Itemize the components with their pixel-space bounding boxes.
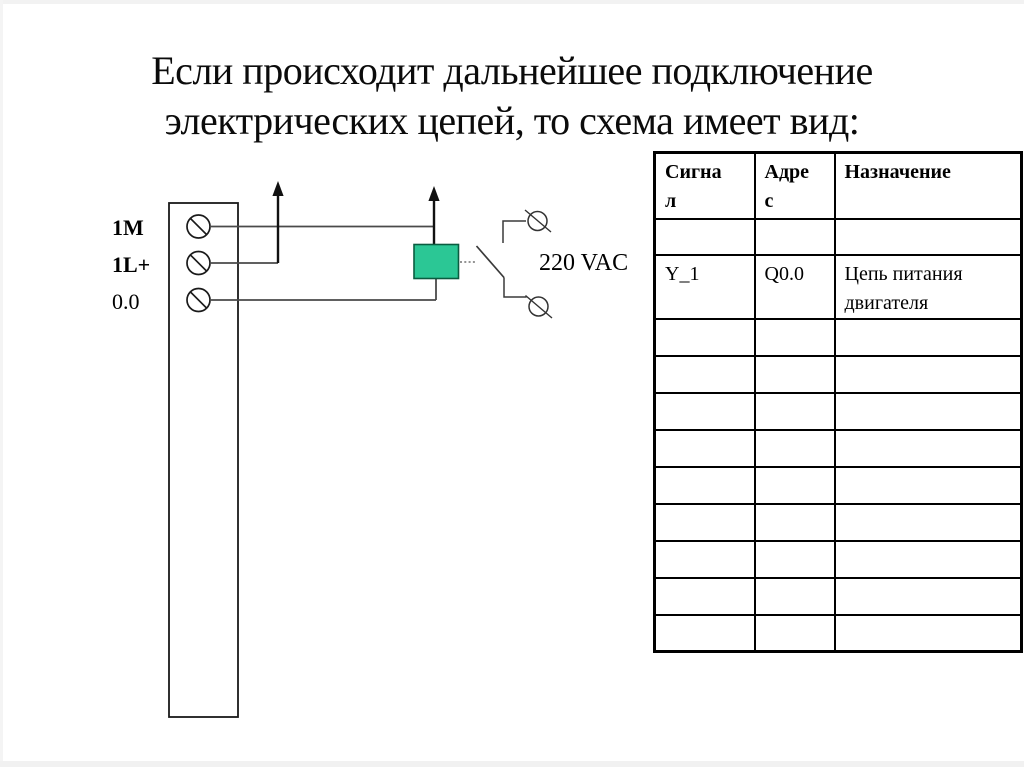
table-row — [653, 613, 1023, 653]
table-row — [653, 576, 1023, 616]
table-cell — [753, 465, 836, 505]
col-header-signal: Сигна л — [653, 151, 756, 220]
table-cell — [833, 317, 1023, 357]
slide-edge-top — [0, 0, 1024, 4]
table-cell — [833, 539, 1023, 579]
table-cell — [833, 391, 1023, 431]
screw-terminal-icon — [186, 250, 211, 276]
switch-blade — [475, 245, 505, 279]
table-row — [653, 428, 1023, 468]
arrow-up-icon — [428, 186, 440, 245]
terminal-label-1l: 1L+ — [112, 252, 150, 277]
table-cell — [753, 576, 836, 616]
table-cell — [653, 217, 756, 256]
slide-edge-left — [0, 0, 3, 767]
vac-terminal-icon — [524, 209, 552, 233]
slide-edge-bottom — [0, 761, 1024, 767]
switch-upper-contact-wire — [502, 220, 526, 243]
table-row — [653, 217, 1023, 256]
table-cell — [753, 428, 836, 468]
table-cell — [833, 502, 1023, 542]
table-cell — [753, 391, 836, 431]
table-cell — [833, 465, 1023, 505]
table-cell — [653, 576, 756, 616]
vac-terminal-icon — [525, 294, 553, 319]
terminal-block — [168, 202, 239, 718]
table-cell — [653, 391, 756, 431]
table-cell — [753, 354, 836, 394]
terminal-label-00: 0.0 — [112, 289, 140, 314]
table-row — [653, 354, 1023, 394]
table-cell — [653, 428, 756, 468]
table-cell — [653, 539, 756, 579]
table-cell — [653, 354, 756, 394]
table-cell — [753, 217, 836, 256]
table-row — [653, 465, 1023, 505]
screw-terminal-icon — [186, 214, 211, 239]
col-header-purpose: Назначение — [833, 151, 1023, 220]
voltage-label: 220 VAC — [539, 250, 628, 276]
table-cell: Y_1 — [653, 253, 756, 320]
table-cell: Q0.0 — [753, 253, 836, 320]
screw-terminal-icon — [186, 287, 211, 313]
terminal-label-1m: 1M — [112, 215, 144, 240]
table-cell — [653, 613, 756, 653]
table-cell — [653, 502, 756, 542]
table-row — [653, 391, 1023, 431]
table-cell — [753, 317, 836, 357]
table-row — [653, 539, 1023, 579]
table-cell — [753, 613, 836, 653]
slide-title: Если происходит дальнейшее подключение э… — [0, 46, 1024, 146]
table-cell — [833, 354, 1023, 394]
table-cell — [833, 217, 1023, 256]
slide-title-line1: Если происходит дальнейшее подключение — [151, 48, 873, 93]
table-cell — [833, 613, 1023, 653]
table-cell — [833, 576, 1023, 616]
table-cell — [653, 465, 756, 505]
table-cell — [753, 502, 836, 542]
relay-coil — [413, 243, 460, 280]
table-row — [653, 502, 1023, 542]
arrow-up-icon — [272, 181, 284, 263]
table-cell — [753, 539, 836, 579]
switch-lower-contact-wire — [503, 277, 527, 298]
table-header-row: Сигна л Адре с Назначение — [653, 151, 1023, 220]
slide-title-line2: электрических цепей, то схема имеет вид: — [164, 98, 860, 143]
table-cell: Цепь питания двигателя — [833, 253, 1023, 320]
table-row — [653, 317, 1023, 357]
table-cell — [833, 428, 1023, 468]
table-cell — [653, 317, 756, 357]
col-header-address: Адре с — [753, 151, 836, 220]
